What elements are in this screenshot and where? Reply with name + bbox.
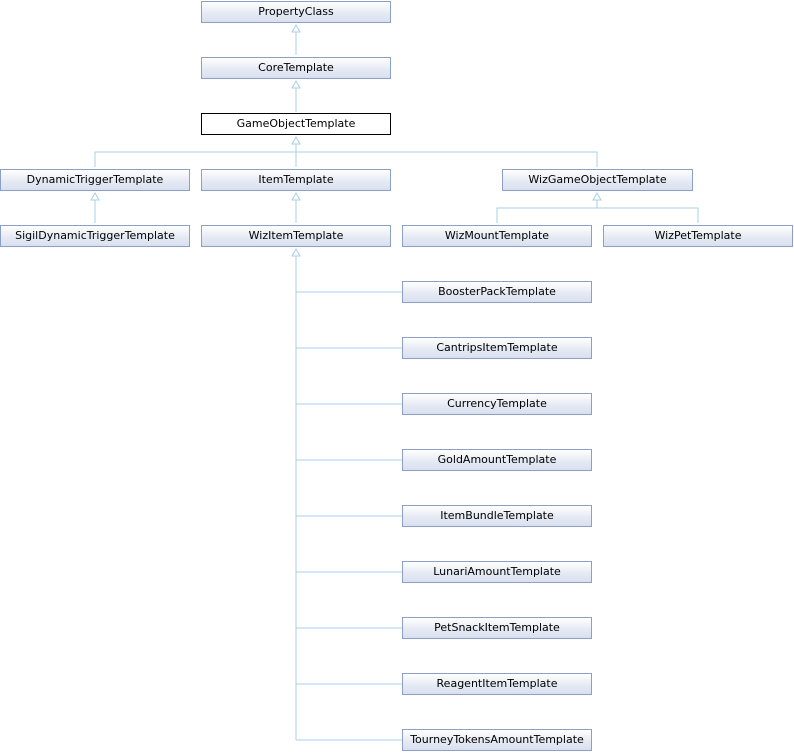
node-pet-snack-item-template[interactable]: PetSnackItemTemplate [402,617,592,639]
node-gold-amount-template[interactable]: GoldAmountTemplate [402,449,592,471]
node-wiz-mount-template[interactable]: WizMountTemplate [402,225,592,247]
node-wiz-game-object-template[interactable]: WizGameObjectTemplate [502,169,693,191]
node-sigil-dynamic-trigger-template[interactable]: SigilDynamicTriggerTemplate [0,225,190,247]
edge-children-to-gameobject [94,138,598,167]
node-item-bundle-template[interactable]: ItemBundleTemplate [402,505,592,527]
arrow-core-template [291,79,301,89]
arrow-item-template [291,191,301,201]
node-cantrips-item-template[interactable]: CantripsItemTemplate [402,337,592,359]
node-item-template[interactable]: ItemTemplate [201,169,391,191]
arrow-wiz-game-object-template [592,191,602,201]
node-property-class[interactable]: PropertyClass [201,1,391,23]
node-reagent-item-template[interactable]: ReagentItemTemplate [402,673,592,695]
arrow-wiz-item-template [291,247,301,257]
node-wiz-item-template[interactable]: WizItemTemplate [201,225,391,247]
node-lunari-amount-template[interactable]: LunariAmountTemplate [402,561,592,583]
node-game-object-template: GameObjectTemplate [201,113,391,135]
arrow-game-object-template [291,135,301,145]
node-wiz-pet-template[interactable]: WizPetTemplate [603,225,793,247]
node-dynamic-trigger-template[interactable]: DynamicTriggerTemplate [0,169,190,191]
node-currency-template[interactable]: CurrencyTemplate [402,393,592,415]
arrow-property-class [291,23,301,33]
node-core-template[interactable]: CoreTemplate [201,57,391,79]
arrow-dynamic-trigger-template [90,191,100,201]
node-booster-pack-template[interactable]: BoosterPackTemplate [402,281,592,303]
node-tourney-tokens-amount-template[interactable]: TourneyTokensAmountTemplate [402,729,592,751]
